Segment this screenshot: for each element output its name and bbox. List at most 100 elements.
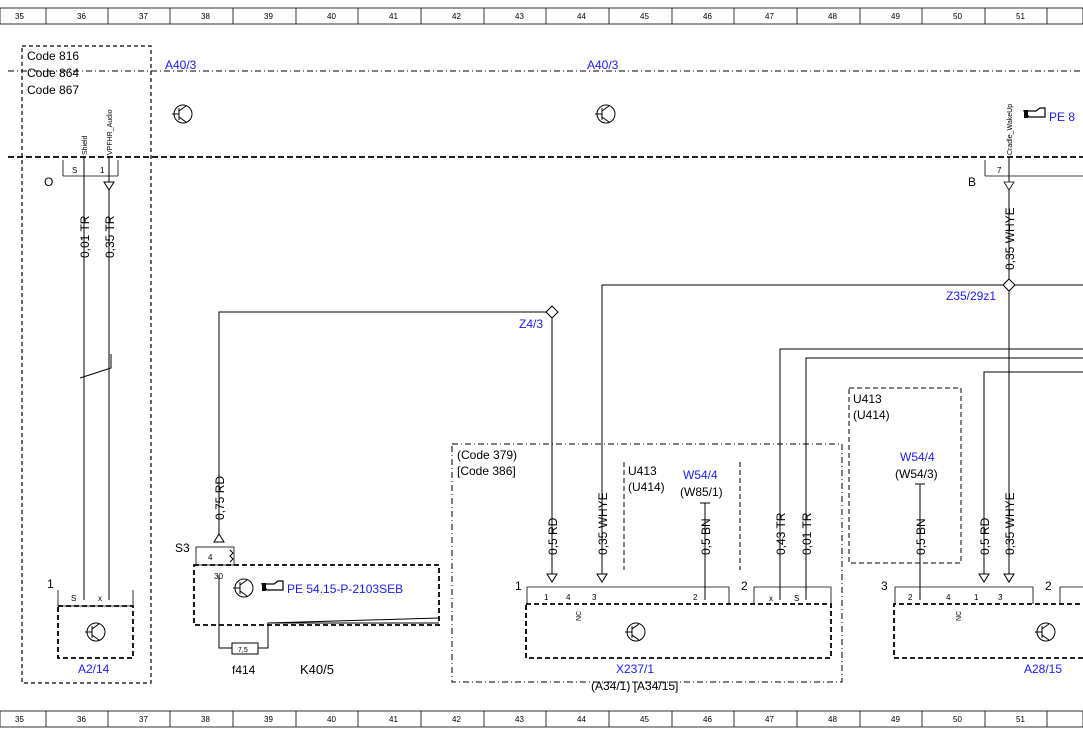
x237-connector [525,573,832,659]
bottom-ruler-label: 35 [15,715,24,724]
wire-05rd-label: 0,5 RD [546,517,560,555]
z35-wires [601,157,1083,576]
bottom-ruler-label: 46 [703,715,712,724]
transistor-icon [595,104,616,124]
w543-label: (W54/3) [895,467,938,481]
x237-pin-3: 3 [592,593,597,602]
top-ruler-label: 36 [77,12,86,21]
w544-mid-wire [700,502,710,600]
w544-mid[interactable]: W54/4 [683,468,718,482]
fuse-value: 7,5 [238,647,248,654]
x237-conn-num-2: 2 [741,579,748,593]
connector-o-label: O [44,175,53,189]
shield-signal: Shield [82,135,89,155]
pin-1-label: 1 [100,166,105,175]
u413-right-box [848,387,962,564]
w544-right[interactable]: W54/4 [900,450,935,464]
a214-pin-s: S [71,594,76,603]
a214-label[interactable]: A2/14 [78,662,110,676]
bottom-ruler-label: 47 [765,715,774,724]
bottom-ruler-label: 43 [515,715,524,724]
w851-label: (W85/1) [680,485,723,499]
top-ruler-label: 43 [515,12,524,21]
top-ruler-label: 48 [828,12,837,21]
wire-043tr-label: 0,43 TR [774,512,788,555]
k40-label: K40/5 [300,662,334,677]
wire-035whye-mid: 0,35 WHYE [596,492,610,555]
top-ruler-label: 46 [703,12,712,21]
x237-pin-s: S [794,594,799,603]
a2815-nc: NC [956,611,963,621]
x237-conn-num: 1 [515,579,522,593]
wire-035tr: 0,35 TR [103,215,117,258]
z4-label[interactable]: Z4/3 [519,317,543,331]
transistor-icon [233,578,254,598]
top-ruler-label: 45 [640,12,649,21]
pin-s-label: S [72,166,77,175]
top-ruler-label: 44 [577,12,586,21]
u414-mid: (U414) [628,480,665,494]
a2815-pin-2: 2 [908,593,913,602]
wire-035whye-top: 0,35 WHYE [1003,207,1017,270]
s3-switch [193,546,440,655]
wire-001tr-mid: 0,01 TR [800,512,814,555]
a40-right-label[interactable]: A40/3 [587,58,619,72]
bottom-ruler-label: 51 [1016,715,1025,724]
x237-pin-1: 1 [544,593,549,602]
z35-label[interactable]: Z35/29z1 [946,289,996,303]
a40-left-label[interactable]: A40/3 [165,58,197,72]
bottom-ruler-label: 40 [327,715,336,724]
bottom-ruler-label: 44 [577,715,586,724]
a214-conn-num: 1 [47,577,54,591]
cradle-signal: Cradle_WakeUp [1007,104,1014,155]
x237-label[interactable]: X237/1 [616,662,654,676]
u414-right: (U414) [853,408,890,422]
a2815-pin-4: 4 [946,593,951,602]
wire-05bn-right: 0,5 BN [914,518,928,555]
top-ruler-label: 40 [327,12,336,21]
x237-nc: NC [576,611,583,621]
bottom-ruler-label: 50 [953,715,962,724]
code-box-mid [451,443,843,683]
connector-b-label: B [968,175,976,189]
a2815-connector [893,573,1083,659]
bottom-ruler-label: 38 [201,715,210,724]
code-379: (Code 379) [457,448,517,462]
wire-075rd-label: 0,75 RD [213,476,227,520]
vpfhr-signal: VPFHR_Audio [107,109,114,155]
u413-right: U413 [853,392,882,406]
x237-pin-2: 2 [693,593,698,602]
code-864: Code 864 [27,66,79,80]
code-816: Code 816 [27,49,79,63]
wire-05rd-right: 0,5 RD [978,517,992,555]
transistor-icon [172,104,193,124]
wire-05bn-label: 0,5 BN [699,518,713,555]
s3-label: S3 [175,541,190,555]
u413-mid: U413 [628,464,657,478]
top-ruler-label: 42 [452,12,461,21]
x237-pin-x: x [769,594,773,603]
top-ruler-label: 39 [264,12,273,21]
pe-mid-link[interactable]: PE 54.15-P-2103SEB [287,582,403,596]
bottom-ruler-label: 49 [891,715,900,724]
s3-pin4: 4 [208,553,213,562]
bottom-ruler-label: 42 [452,715,461,724]
pointing-hand-icon [260,580,284,591]
w544-right-wire [915,483,925,600]
a2815-label[interactable]: A28/15 [1024,662,1062,676]
bottom-ruler-label: 48 [828,715,837,724]
top-ruler-label: 47 [765,12,774,21]
a2815-conn-num-2: 2 [1045,579,1052,593]
pe-right-link[interactable]: PE 8 [1049,110,1075,124]
f414-label: f414 [232,663,256,677]
bottom-ruler-label: 36 [77,715,86,724]
top-ruler-label: 41 [389,12,398,21]
bottom-ruler-label: 45 [640,715,649,724]
a2815-pin-3: 3 [998,593,1003,602]
a214-connector [57,590,134,659]
wires-left [79,157,115,600]
top-ruler-label: 37 [139,12,148,21]
